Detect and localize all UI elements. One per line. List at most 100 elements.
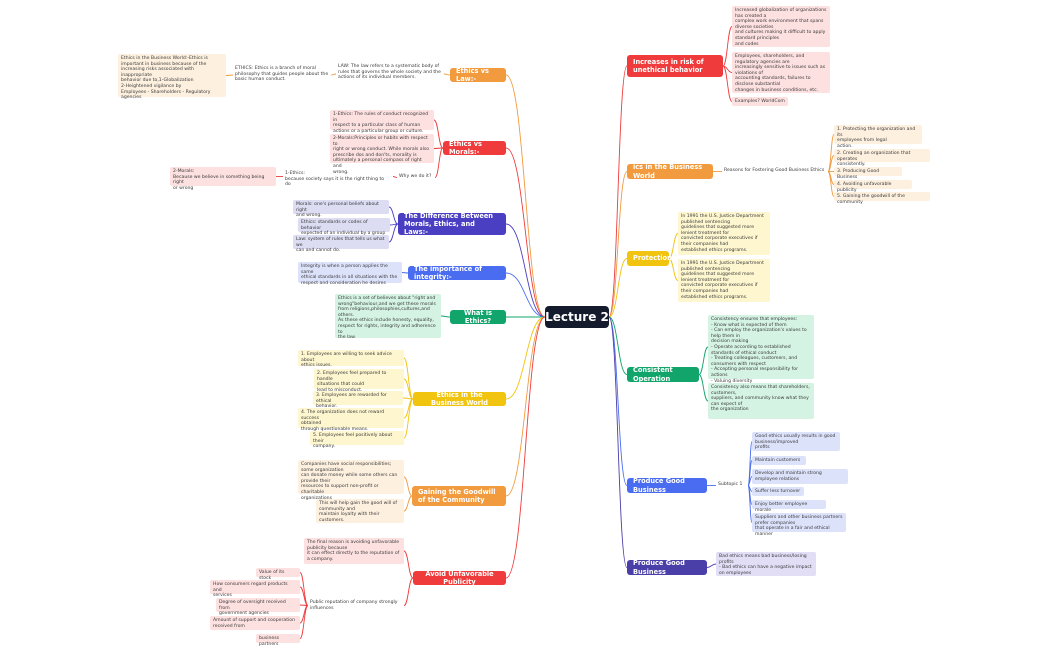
link-n-risk-2 [722,65,733,102]
branch-ethics-business-world[interactable]: Ethics in the Business World [413,391,506,407]
branch-protection[interactable]: Protection [627,251,672,266]
government-oversight[interactable]: Degree of oversight received from govern… [216,598,300,616]
link-n-risk-1 [722,65,733,73]
risk-example[interactable]: Examples? WorldCom [732,97,788,106]
value-of-stock[interactable]: Value of its stock [256,568,300,581]
branch-what-is-ethics[interactable]: What is Ethics? [450,309,506,325]
ethics-definition[interactable]: ETHICS: Ethics is a branch of moral phil… [235,66,329,83]
link-n-pub-0 [299,572,309,606]
link-n-risk-0 [722,26,733,67]
link-n-good [505,316,546,497]
link-n-law-eth [330,73,337,76]
link-n-mor-we [392,176,398,178]
link-n-law-law [443,73,451,76]
link-n-ics-4 [827,171,835,197]
consistency-ensures[interactable]: Consistency ensures that employees: - Kn… [708,315,814,384]
consumers-regard[interactable]: How consumers regard products and servic… [210,580,300,598]
branch-produce-good-business[interactable]: Produce Good Business [627,477,707,494]
link-n-mor-m [433,147,444,149]
law-system[interactable]: Law: system of rules that tells us what … [293,235,389,253]
business-partners[interactable]: business partners [256,634,300,647]
gain-goodwill[interactable]: This will help gain the good will of com… [316,499,404,523]
branch-produce-good-business-2[interactable]: Produce Good Business [627,559,707,576]
protection-guidelines-1[interactable]: In 1991 the U.S. Justice Department publ… [678,212,770,255]
reason-protecting[interactable]: 1. Protecting the organization and its e… [834,125,922,149]
employees-positive[interactable]: 5. Employees feel positively about their… [310,431,404,449]
link-n-mor [505,147,546,318]
link-n-prot-0 [668,233,679,259]
branch-difference[interactable]: The Difference Between Morals, Ethics, a… [398,212,506,236]
bad-ethics[interactable]: Bad ethics means bad business/losing pro… [716,552,816,576]
link-n-risk [608,65,628,318]
link-n-pub [505,316,546,579]
morals-definition[interactable]: Morals: one's personal beliefs about rig… [293,200,389,218]
final-reason[interactable]: The final reason is avoiding unfavorable… [304,538,404,564]
ethics-standards[interactable]: Ethics: standards or codes of behavior e… [298,218,390,236]
morals-principles[interactable]: 2-Morals:Principles or habits with respe… [330,134,434,175]
branch-ethics-vs-law[interactable]: Ethics vs Law:- [450,67,506,83]
branch-ethics-vs-morals[interactable]: Ethics vs Morals:- [443,140,506,156]
why-ethics[interactable]: 1-Ethics: because society says it is the… [285,171,385,188]
reason-consistent[interactable]: 2. Creating an organization that operate… [834,149,930,167]
central-topic[interactable]: Lecture 2 [545,306,609,328]
law-definition[interactable]: LAW: The law refers to a systematic body… [338,64,441,81]
link-n-cons [608,316,628,375]
link-n-bus-2 [402,397,414,400]
link-n-bus-0 [403,357,414,400]
support-cooperation[interactable]: Amount of support and cooperation receiv… [210,616,300,630]
subtopic-1[interactable]: Subtopic 1 [718,482,743,487]
risk-globalization[interactable]: Increased globalization of organizations… [732,6,830,47]
reason-avoid-publicity[interactable]: 4. Avoiding unfavorable publicity [834,180,912,193]
employees-rewarded[interactable]: 3. Employees are rewarded for ethical be… [313,391,403,409]
ethics-rules-conduct[interactable]: 1-Ethics: The rules of conduct recognize… [330,110,434,134]
branch-increases-risk[interactable]: Increases in risk of unethical behavior [627,55,723,77]
link-n-pub-p [403,577,414,606]
link-n-prot-1 [668,258,679,281]
link-n-good-0 [403,476,413,497]
link-n-what-0 [440,315,451,318]
link-n-pub-1 [299,586,309,606]
reason-goodwill[interactable]: 5. Gaining the goodwill of the community [834,192,930,205]
social-responsibilities[interactable]: Companies have social responsibilities; … [298,460,404,501]
employees-seek-advice[interactable]: 1. Employees are willing to seek advice … [298,350,404,368]
link-n-bus-4 [403,398,414,439]
consistency-means[interactable]: Consistency also means that shareholders… [708,383,814,419]
risk-sensitivity[interactable]: Employees, shareholders, and regulatory … [732,52,830,93]
better-morale[interactable]: Enjoy better employee morale [752,500,826,513]
suppliers-prefer[interactable]: Suppliers and other business partners pr… [752,513,846,537]
branch-gaining-goodwill[interactable]: Gaining the Goodwill of the Community [412,486,506,506]
employee-relations[interactable]: Develop and maintain strong employee rel… [752,469,848,484]
integrity-definition[interactable]: Integrity is when a person applies the s… [298,262,402,286]
branch-integrity[interactable]: The importance of integrity:- [408,265,506,281]
link-n-bus [505,316,546,400]
reasons-good-ethics[interactable]: Reasons for Fostering Good Business Ethi… [724,168,825,173]
ethics-beliefs[interactable]: Ethics is a set of believes about "right… [335,294,441,340]
branch-avoid-unfavorable-publicity[interactable]: Avoid Unfavorable Publicity [413,570,506,586]
link-n-cons-0 [698,346,709,375]
reason-good-business[interactable]: 3. Producing Good Business [834,167,902,180]
link-n-dif-2 [388,223,399,243]
maintain-customers[interactable]: Maintain customers [752,456,806,465]
link-n-law-note [225,74,234,76]
link-n-prot [608,258,628,318]
branch-consistent-operation[interactable]: Consistent Operation [627,366,699,383]
branch-ics-business-world[interactable]: ics in the Business World [627,163,713,180]
public-reputation[interactable]: Public reputation of company strongly in… [310,600,398,611]
why-morals[interactable]: 2-Morals: Because we believe in somethin… [170,167,276,191]
link-n-cons-1 [698,374,709,402]
no-reward-questionable[interactable]: 4. The organization does not reward succ… [298,408,404,432]
link-n-prod2-0 [706,563,717,568]
good-ethics-profits[interactable]: Good ethics usually results in good busi… [752,432,840,451]
less-turnover[interactable]: Suffer less turnover [752,487,804,496]
employees-prepared[interactable]: 2. Employees feel prepared to handle sit… [314,369,404,393]
link-n-prod1-5 [747,485,753,523]
link-n-int-0 [401,272,409,274]
protection-guidelines-2[interactable]: In 1991 the U.S. Justice Department publ… [678,259,770,302]
link-n-dif-0 [388,206,399,225]
link-n-ics-1 [827,155,835,172]
ethics-business-note[interactable]: Ethics in the Business World:-Ethics is … [118,54,226,100]
why-we-do-it[interactable]: Why we do it? [399,174,432,179]
link-n-pub-4 [299,605,309,639]
